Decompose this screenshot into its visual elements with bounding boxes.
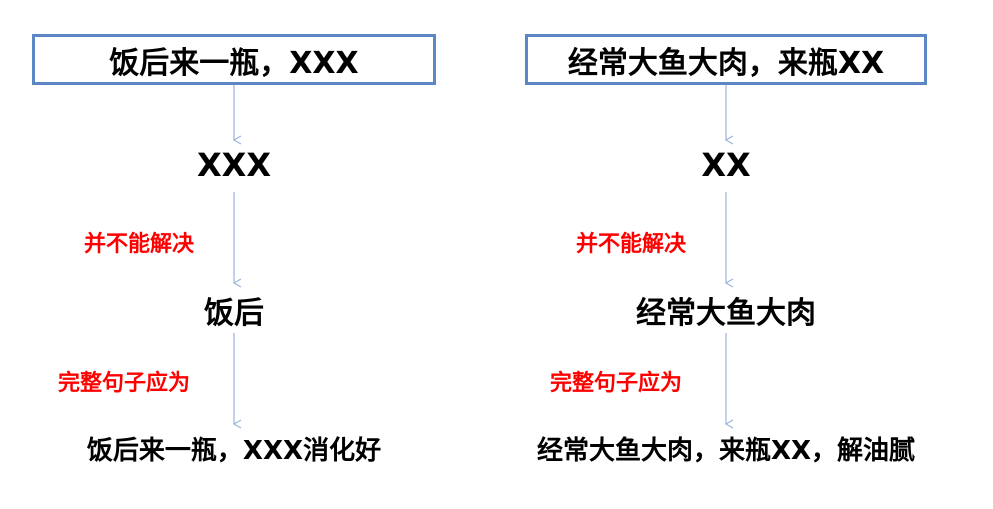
left-bottom: 饭后来一瓶，XXX消化好 — [86, 436, 382, 466]
right-bottom: 经常大鱼大肉，来瓶XX，解油腻 — [536, 436, 916, 466]
left-step2: 饭后 — [204, 296, 264, 331]
right-top-text: 经常大鱼大肉，来瓶XX — [567, 45, 885, 81]
right-top-box: 经常大鱼大肉，来瓶XX — [525, 34, 927, 85]
right-label1: 并不能解决 — [576, 232, 687, 257]
right-label2: 完整句子应为 — [550, 371, 683, 396]
right-step1: XX — [701, 146, 751, 184]
left-step1: XXX — [196, 146, 272, 184]
left-top-text: 饭后来一瓶，XXX — [109, 45, 359, 81]
right-step2: 经常大鱼大肉 — [636, 296, 816, 331]
left-top-box: 饭后来一瓶，XXX — [32, 34, 436, 85]
left-label1: 并不能解决 — [84, 232, 195, 257]
left-label2: 完整句子应为 — [58, 371, 191, 396]
